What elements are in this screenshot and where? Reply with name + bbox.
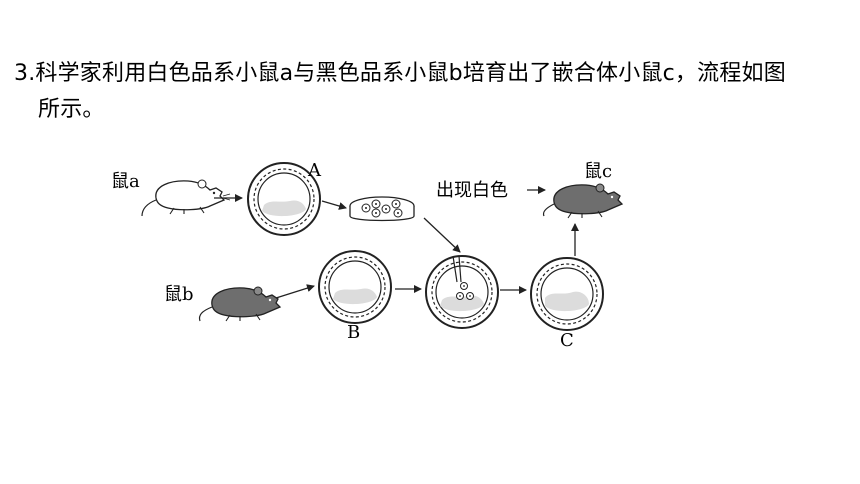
question-line-1: 3.科学家利用白色品系小鼠a与黑色品系小鼠b培育出了嵌合体小鼠c，流程如图 bbox=[14, 61, 786, 86]
chimera-mouse-c-icon bbox=[542, 183, 624, 219]
black-mouse-b-icon bbox=[198, 286, 282, 322]
blastocyst-B bbox=[318, 250, 392, 324]
white-mouse-a-icon bbox=[141, 179, 231, 217]
label-mouse-a: 鼠a bbox=[111, 171, 140, 192]
arrow-b-to-B bbox=[275, 284, 315, 299]
blastocyst-A bbox=[247, 162, 321, 236]
question-line-2: 所示。 bbox=[38, 97, 105, 122]
label-mouse-c: 鼠c bbox=[584, 161, 612, 182]
injected-blastocyst bbox=[425, 255, 499, 329]
label-C: C bbox=[560, 330, 574, 351]
blastocyst-C bbox=[530, 257, 604, 331]
culture-dish-icon bbox=[349, 196, 415, 222]
arrow-dish-to-injection bbox=[423, 217, 461, 253]
arrow-A-to-dish bbox=[321, 200, 347, 210]
injection-pipette-icon bbox=[452, 255, 462, 283]
label-white-appears: 出现白色 bbox=[436, 180, 508, 201]
label-A: A bbox=[307, 160, 322, 181]
label-B: B bbox=[347, 322, 360, 343]
question-text: 3.科学家利用白色品系小鼠a与黑色品系小鼠b培育出了嵌合体小鼠c，流程如图 所示… bbox=[14, 56, 844, 128]
label-mouse-b: 鼠b bbox=[164, 284, 194, 305]
